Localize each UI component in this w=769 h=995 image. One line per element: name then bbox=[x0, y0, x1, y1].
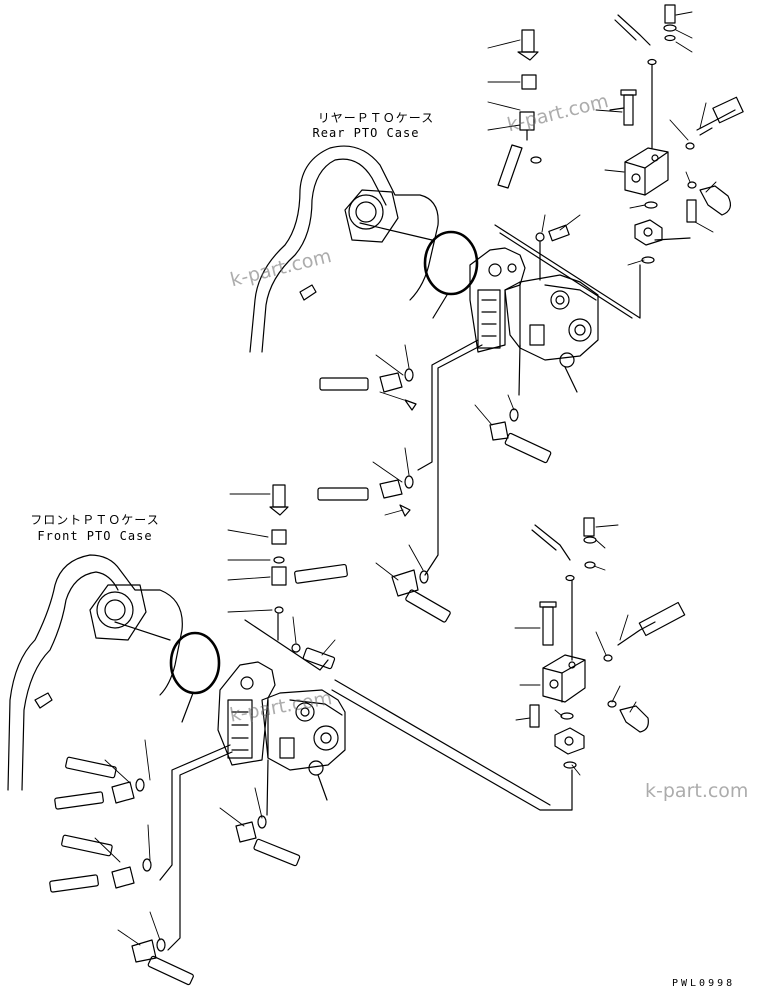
front-case-label-en: Front PTO Case bbox=[37, 529, 153, 543]
front-pto-case bbox=[7, 554, 221, 791]
rear-case-label-jp: リヤーＰＴＯケース bbox=[317, 111, 435, 125]
rear-top-fittings bbox=[497, 29, 570, 281]
rear-pto-case bbox=[249, 145, 479, 353]
watermark: k-part.com bbox=[645, 780, 749, 802]
front-leaders bbox=[94, 493, 637, 946]
front-lower-fittings bbox=[49, 756, 301, 986]
rear-lower-fittings bbox=[317, 368, 552, 623]
drawing-code: PWL0998 bbox=[672, 978, 736, 989]
rear-case-label-en: Rear PTO Case bbox=[312, 126, 420, 140]
rear-pump-assembly bbox=[469, 247, 599, 396]
front-pump-assembly bbox=[217, 661, 346, 816]
rear-leaders bbox=[372, 11, 717, 581]
rear-valve-block bbox=[609, 4, 744, 264]
front-top-fittings bbox=[269, 484, 348, 670]
front-case-label-jp: フロントＰＴＯケース bbox=[30, 513, 160, 527]
front-hoses bbox=[159, 579, 573, 951]
rear-hoses bbox=[417, 224, 641, 576]
front-valve-block bbox=[529, 517, 686, 769]
